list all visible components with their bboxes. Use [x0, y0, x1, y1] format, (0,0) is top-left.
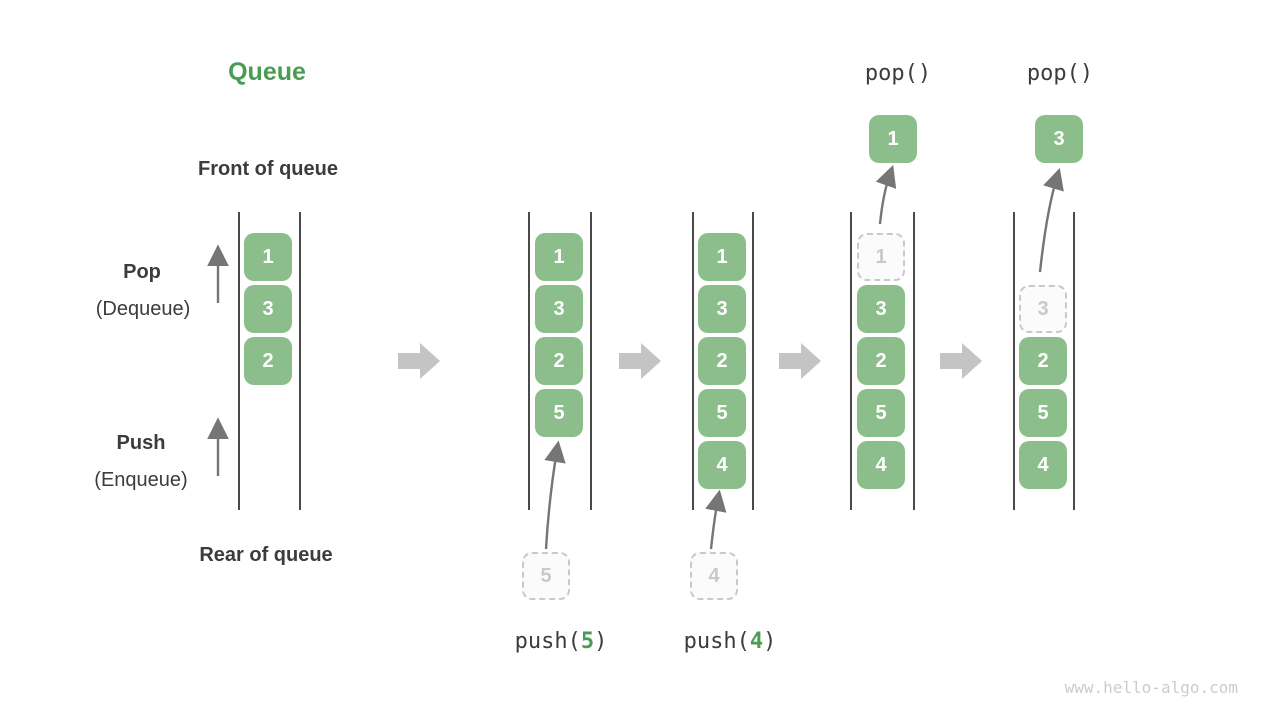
queue-wall-left: [238, 212, 240, 510]
queue-cell: 2: [698, 337, 746, 385]
transition-arrow-icon: [619, 343, 661, 379]
queue-cell: 3: [535, 285, 583, 333]
transition-arrow-icon: [779, 343, 821, 379]
queue-cell: 5: [698, 389, 746, 437]
queue-wall-left: [850, 212, 852, 510]
watermark: www.hello-algo.com: [1064, 678, 1238, 697]
queue-cell: 4: [698, 441, 746, 489]
transition-arrow-icon: [940, 343, 982, 379]
queue-wall-left: [1013, 212, 1015, 510]
queue-cell: 1: [698, 233, 746, 281]
queue-cell: 3: [857, 285, 905, 333]
queue-cell: 4: [1019, 441, 1067, 489]
pending-cell: 4: [690, 552, 738, 600]
push-label: Push: [116, 432, 166, 454]
pop-op-label: pop(): [864, 61, 932, 86]
op-text: ): [763, 629, 777, 654]
op-arg: 5: [580, 629, 595, 654]
queue-wall-left: [528, 212, 530, 510]
queue-cell: 2: [857, 337, 905, 385]
push-op-label: push(4): [684, 629, 777, 654]
queue-wall-right: [1073, 212, 1075, 510]
queue-cell: 2: [1019, 337, 1067, 385]
queue-cell: 1: [244, 233, 292, 281]
ghost-cell: 3: [1019, 285, 1067, 333]
op-text: push(: [514, 629, 581, 654]
push-op-label: push(5): [515, 629, 608, 654]
queue-wall-right: [913, 212, 915, 510]
pop-1-arrow-icon: [875, 164, 897, 225]
queue-cell: 5: [857, 389, 905, 437]
pop-op-label: pop(): [1026, 61, 1094, 86]
queue-wall-right: [752, 212, 754, 510]
pending-cell: 5: [522, 552, 570, 600]
queue-wall-right: [590, 212, 592, 510]
queue-wall-left: [692, 212, 694, 510]
queue-cell: 3: [244, 285, 292, 333]
popped-cell: 1: [869, 115, 917, 163]
enqueue-alias-label: (Enqueue): [94, 469, 188, 491]
queue-cell: 5: [1019, 389, 1067, 437]
queue-cell: 5: [535, 389, 583, 437]
push-4-arrow-icon: [705, 489, 727, 550]
op-text: ): [594, 629, 608, 654]
queue-cell: 2: [244, 337, 292, 385]
queue-cell: 1: [535, 233, 583, 281]
transition-arrow-icon: [398, 343, 440, 379]
op-arg: 4: [749, 629, 764, 654]
front-of-queue-label: Front of queue: [198, 158, 338, 180]
queue-cell: 2: [535, 337, 583, 385]
ghost-cell: 1: [857, 233, 905, 281]
popped-cell: 3: [1035, 115, 1083, 163]
queue-wall-right: [299, 212, 301, 510]
dequeue-alias-label: (Dequeue): [95, 298, 191, 320]
pop-3-arrow-icon: [1038, 167, 1064, 273]
pop-label: Pop: [123, 261, 161, 283]
push-5-arrow-icon: [544, 440, 566, 550]
queue-cell: 3: [698, 285, 746, 333]
diagram-title: Queue: [228, 58, 306, 86]
op-text: push(: [683, 629, 750, 654]
queue-cell: 4: [857, 441, 905, 489]
rear-of-queue-label: Rear of queue: [199, 544, 333, 566]
